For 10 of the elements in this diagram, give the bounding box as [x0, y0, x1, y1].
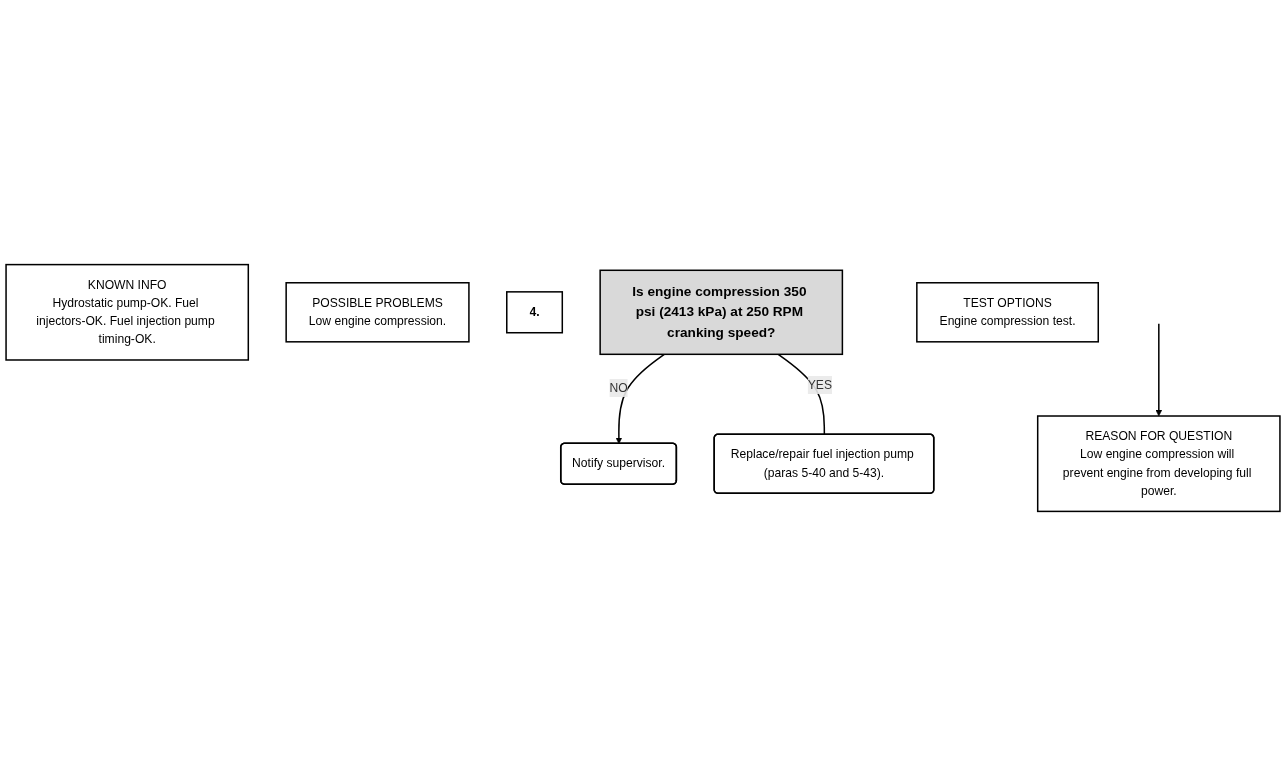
- node-box: Is engine compression 350 psi (2413 kPa) at 250 RPM cranking speed?: [599, 269, 844, 355]
- node-box: TEST OPTIONS Engine compression test.: [916, 281, 1099, 343]
- edge-label: YES: [807, 377, 832, 391]
- arrow: [615, 353, 665, 444]
- node-box: REASON FOR QUESTION Low engine compression will prevent engine from developing full power.: [1036, 414, 1281, 512]
- arrow: [1155, 322, 1163, 416]
- edge-label: NO: [609, 380, 628, 394]
- node-box: POSSIBLE PROBLEMS Low engine compression.: [285, 281, 470, 343]
- node-box: KNOWN INFO Hydrostatic pump-OK. Fuel injectors-OK. Fuel injection pump timing-OK.: [5, 263, 250, 361]
- node-box: 4.: [506, 290, 564, 333]
